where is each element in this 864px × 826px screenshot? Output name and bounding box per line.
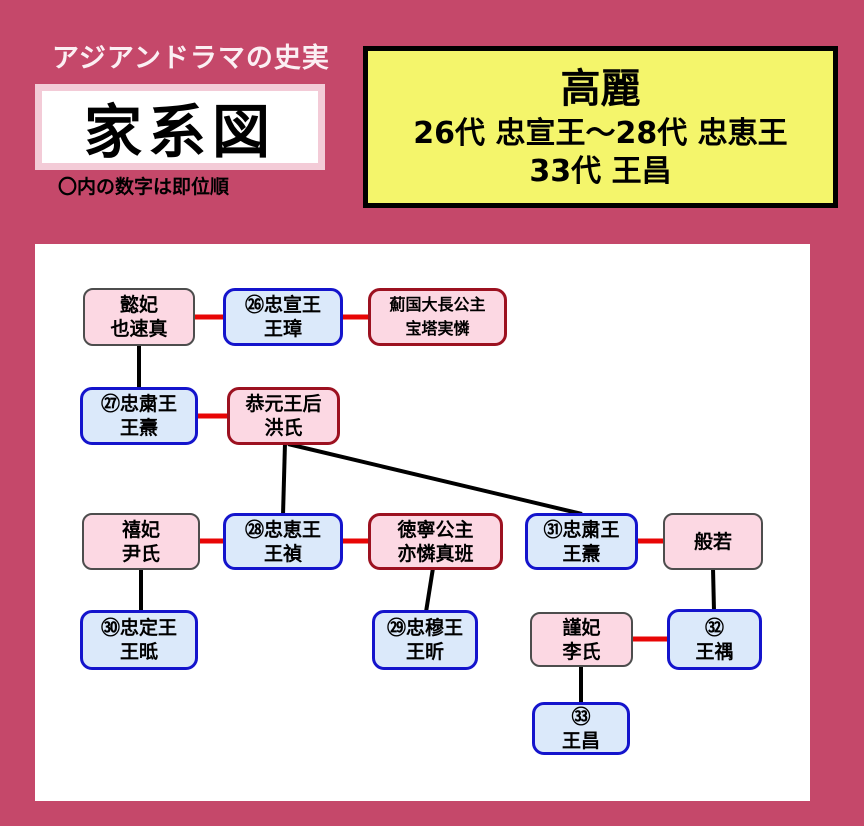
node-title: ㉛忠粛王: [543, 518, 620, 541]
node-queen-gongwon: 恭元王后 洪氏: [227, 387, 340, 445]
dynasty-extra: 33代 王昌: [529, 154, 672, 189]
node-title: 恭元王后: [245, 393, 322, 415]
node-title: ㉗忠粛王: [100, 393, 177, 415]
node-name: 宝塔実憐: [405, 319, 470, 338]
node-king-26-chungseon: ㉖忠宣王 王璋: [223, 288, 343, 346]
page-title-box: 家系図: [35, 84, 325, 170]
node-name: 尹氏: [121, 542, 160, 565]
node-consort-huibi: 禧妃 尹氏: [82, 513, 200, 570]
node-title: ㉚忠定王: [100, 617, 177, 639]
node-title: 懿妃: [119, 294, 158, 316]
node-name: 王㫝: [119, 641, 158, 663]
node-consort-geunbi: 謹妃 李氏: [530, 612, 633, 667]
node-king-28-chunghye: ㉘忠恵王 王禎: [223, 513, 343, 570]
node-name: 王璋: [263, 318, 302, 340]
node-consort-banya: 般若: [663, 513, 763, 570]
descent-line-gongwon-k31: [287, 442, 583, 516]
node-king-29-chungmok: ㉙忠穆王 王昕: [372, 610, 478, 670]
connector-lines: [137, 314, 716, 704]
node-name: 王燾: [119, 417, 158, 439]
node-title: ㉙忠穆王: [386, 617, 463, 639]
node-name: 王燾: [562, 542, 601, 565]
node-name: 王禎: [263, 542, 302, 565]
dynasty-range: 26代 忠宣王〜28代 忠恵王: [413, 116, 788, 151]
node-name: 王禑: [695, 640, 734, 663]
node-name: 般若: [693, 530, 732, 553]
node-number: ㉜: [704, 616, 724, 639]
diagram-panel: 懿妃 也速真 ㉖忠宣王 王璋 薊国大長公主 宝塔実憐 ㉗忠粛王 王燾 恭元王后 …: [35, 244, 810, 801]
node-consort-uibi: 懿妃 也速真: [83, 288, 195, 346]
node-name: 王昌: [561, 729, 600, 752]
node-title: ㉘忠恵王: [244, 518, 321, 541]
node-princess-deoknyeong: 徳寧公主 亦憐真班: [368, 513, 503, 570]
node-title: ㉖忠宣王: [244, 294, 321, 316]
node-name: 亦憐真班: [397, 542, 474, 565]
dynasty-name: 高麗: [560, 66, 641, 112]
node-king-33-chang: ㉝ 王昌: [532, 702, 630, 755]
legend-note: 〇内の数字は即位順: [58, 176, 230, 198]
node-number: ㉝: [571, 705, 591, 728]
dynasty-info-box: 高麗 26代 忠宣王〜28代 忠恵王 33代 王昌: [363, 46, 838, 208]
node-king-32-u: ㉜ 王禑: [667, 609, 762, 670]
page-title: 家系図: [83, 98, 276, 166]
node-title: 謹妃: [562, 616, 601, 639]
node-king-30-chungjeong: ㉚忠定王 王㫝: [80, 610, 198, 670]
node-name: 也速真: [110, 318, 168, 340]
site-label: アジアンドラマの史実: [52, 43, 330, 74]
node-name: 李氏: [562, 640, 601, 663]
node-title: 薊国大長公主: [389, 295, 486, 314]
node-name: 洪氏: [264, 417, 303, 439]
node-name: 王昕: [405, 641, 444, 663]
node-title: 禧妃: [121, 518, 160, 541]
node-princess-jeguk: 薊国大長公主 宝塔実憐: [368, 288, 507, 346]
descent-line-gongwon-k28: [281, 442, 287, 516]
node-king-31-chungsuk: ㉛忠粛王 王燾: [525, 513, 638, 570]
node-king-27-chungsuk: ㉗忠粛王 王燾: [80, 387, 198, 445]
descent-line-deoknyeong-k29: [424, 567, 435, 613]
descent-line-banya-k32: [711, 567, 716, 612]
node-title: 徳寧公主: [397, 518, 474, 541]
